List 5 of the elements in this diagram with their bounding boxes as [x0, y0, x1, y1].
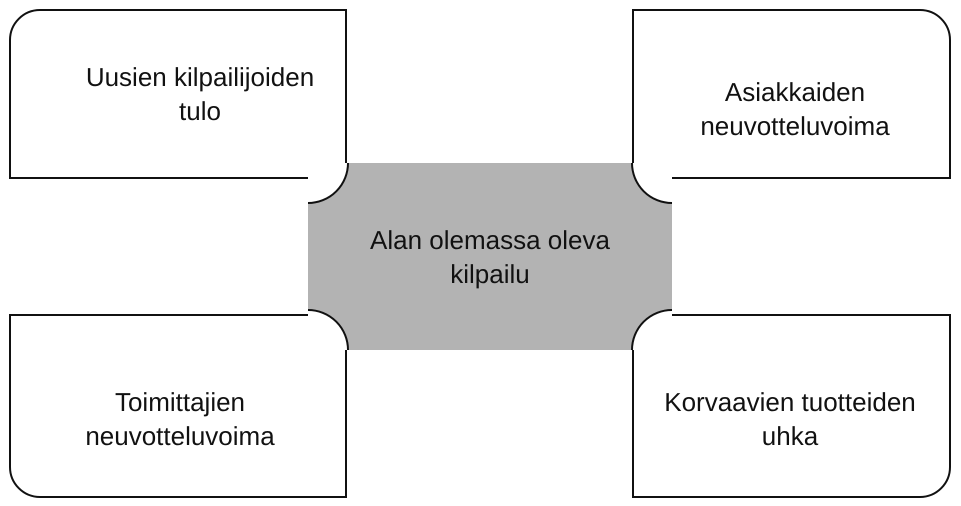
box-label: Korvaavien tuotteiden uhka [663, 386, 917, 453]
box-label: Uusien kilpailijoiden tulo [84, 61, 316, 128]
box-label: Asiakkaiden neuvotteluvoima [699, 76, 891, 143]
box-label: Alan olemassa oleva kilpailu [370, 224, 610, 291]
box-label: Toimittajien neuvotteluvoima [84, 386, 276, 453]
